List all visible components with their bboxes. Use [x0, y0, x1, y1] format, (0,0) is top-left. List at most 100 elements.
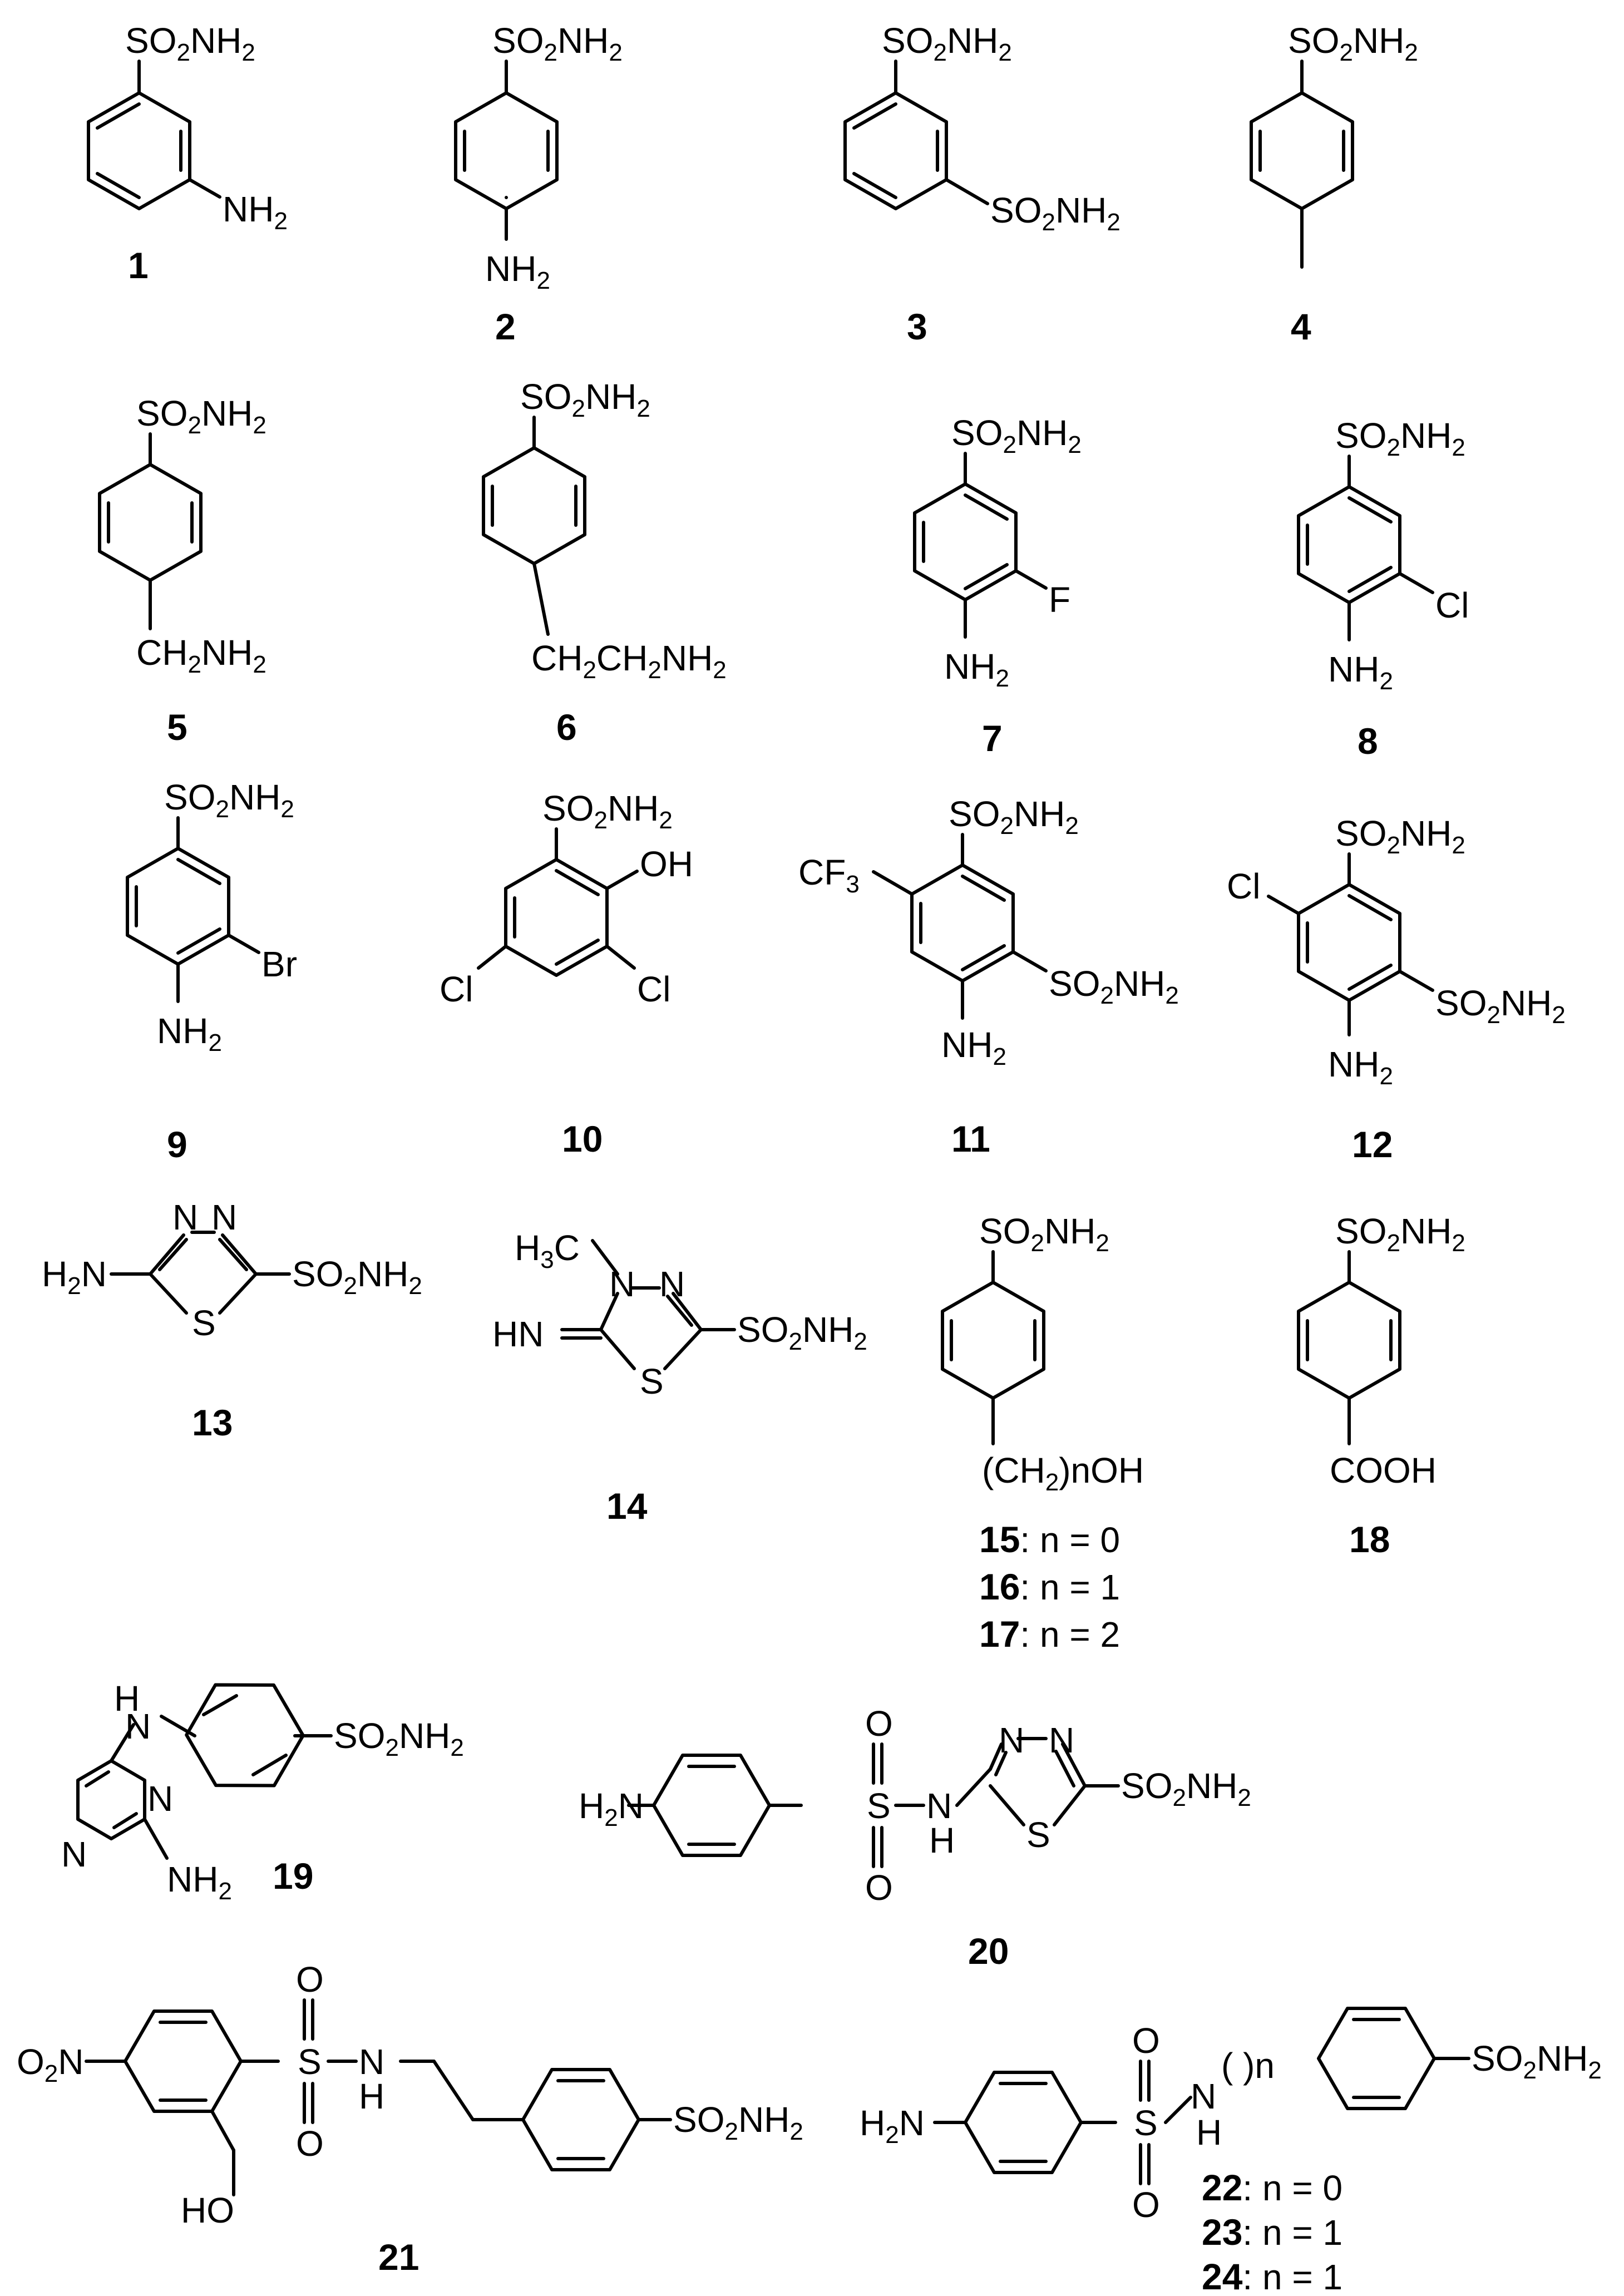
sulfonamide-label: SO2NH2 [1335, 416, 1465, 461]
compound-7: SO2NH2 F NH2 7 [913, 413, 1082, 759]
benzene-ring [843, 91, 948, 210]
compound-20: H2N S O O N H N N S SO2NH2 20 [579, 1704, 1251, 1972]
sulfonamide-label: SO2NH2 [673, 2100, 803, 2145]
sulfonamide-label-2: SO2NH2 [1049, 964, 1179, 1009]
sulfonyl-sulfur: S [867, 1786, 891, 1826]
imino-label: HN [492, 1314, 544, 1354]
compound-8: SO2NH2 Cl NH2 8 [1297, 416, 1469, 762]
condition-15: 15: n = 0 [979, 1519, 1120, 1560]
sulfonamide-label: SO2NH2 [1288, 21, 1418, 66]
ring-nitrogen-right: N [1049, 1720, 1074, 1760]
condition-24: 24: n = 1 [1202, 2256, 1342, 2296]
amino-label: H2N [42, 1254, 107, 1300]
ring-nitrogen-left: N [172, 1197, 198, 1237]
sulfonyl-oxygen-top: O [865, 1704, 893, 1744]
hydroxyalkyl-label: (CH2)nOH [982, 1450, 1144, 1496]
thiadiazole-ring [149, 1231, 258, 1315]
compound-number: 21 [378, 2236, 419, 2278]
condition-23: 23: n = 1 [1202, 2211, 1342, 2253]
sulfonyl-sulfur: S [298, 2042, 322, 2082]
sulfonyl-oxygen-bottom: O [1132, 2185, 1160, 2225]
ring-nitrogen-right: N [659, 1264, 685, 1304]
compound-13: N N H2N S SO2NH2 13 [42, 1197, 422, 1443]
chloro-label: Cl [1227, 866, 1260, 906]
ring-nitrogen-left: N [609, 1264, 635, 1304]
compound-number: 14 [606, 1485, 648, 1527]
chloro-label: Cl [1435, 585, 1469, 625]
condition-16: 16: n = 1 [979, 1566, 1120, 1607]
hydroxy-label: OH [640, 844, 693, 884]
ring-nitrogen-upper: N [147, 1779, 173, 1819]
compound-number: 2 [495, 306, 516, 347]
compound-3: SO2NH2 SO2NH2 3 [843, 21, 1120, 347]
compound-5: SO2NH2 CH2NH2 5 [98, 393, 266, 748]
condition-22: 22: n = 0 [1202, 2167, 1342, 2208]
sulfonamide-label: SO2NH2 [334, 1716, 464, 1761]
amino-label: H2N [579, 1786, 644, 1831]
sulfonyl-oxygen-bottom: O [296, 2124, 324, 2164]
ring-nitrogen-left: N [999, 1720, 1024, 1760]
sulfonyl-sulfur: S [1134, 2103, 1158, 2143]
sulfonamide-nitrogen: N [1191, 2076, 1216, 2116]
sulfonyl-oxygen-bottom: O [865, 1868, 893, 1908]
compound-number: 10 [562, 1118, 603, 1159]
sulfonamide-label: SO2NH2 [979, 1211, 1109, 1257]
sulfonamide-label: SO2NH2 [1335, 813, 1465, 859]
sulfonamide-label: SO2NH2 [292, 1254, 422, 1300]
sulfonamide-label-2: SO2NH2 [1435, 983, 1566, 1029]
amino-label: NH2 [941, 1025, 1006, 1070]
amine-hydrogen: H [114, 1678, 140, 1719]
sulfonyl-oxygen-top: O [296, 1959, 324, 1999]
compound-number: 20 [968, 1930, 1009, 1972]
sulfonamide-label-2: SO2NH2 [990, 190, 1120, 236]
bromo-label: Br [261, 944, 297, 984]
methyl-label: H3C [515, 1228, 580, 1273]
compound-number: 7 [982, 718, 1003, 759]
condition-list: 15: n = 0 16: n = 1 17: n = 2 [979, 1519, 1120, 1655]
compound-12: SO2NH2 Cl SO2NH2 NH2 12 [1227, 813, 1566, 1165]
ring-nitrogen-lower: N [61, 1834, 87, 1874]
compound-10: SO2NH2 OH Cl Cl 10 [440, 788, 693, 1159]
fluoro-label: F [1049, 580, 1070, 620]
compound-6: SO2NH2 CH2CH2NH2 6 [482, 377, 727, 748]
sulfonamide-hydrogen: H [929, 1820, 955, 1860]
sulfonamide-nitrogen: N [926, 1786, 952, 1826]
amine-nitrogen: N [125, 1706, 151, 1746]
condition-list: 22: n = 0 23: n = 1 24: n = 1 [1202, 2167, 1342, 2296]
compound-15-17: SO2NH2 (CH2)nOH 15: n = 0 16: n = 1 17: … [941, 1211, 1144, 1655]
compound-number: 19 [273, 1855, 313, 1897]
sulfonamide-nitrogen: N [359, 2042, 384, 2082]
sulfonamide-label: SO2NH2 [1121, 1766, 1251, 1811]
compound-number: 8 [1358, 720, 1378, 762]
sulfonamide-label: SO2NH2 [882, 21, 1012, 66]
compound-number: 11 [951, 1118, 990, 1159]
ring-sulfur: S [192, 1303, 216, 1343]
sulfonamide-label: SO2NH2 [949, 794, 1079, 840]
chloro-label-left: Cl [440, 969, 473, 1009]
aminoethyl-label: CH2CH2NH2 [531, 638, 727, 684]
compound-11: SO2NH2 CF3 SO2NH2 NH2 11 [798, 794, 1179, 1159]
chloro-label-right: Cl [637, 969, 670, 1009]
sulfonamide-label: SO2NH2 [951, 413, 1082, 458]
hydroxymethyl-label: HO [181, 2190, 234, 2230]
thiadiazoline-ring [599, 1286, 703, 1370]
sulfonamide-label: SO2NH2 [542, 788, 673, 834]
compound-number: 5 [167, 707, 187, 748]
compound-number: 9 [167, 1124, 187, 1165]
sulfonamide-label: SO2NH2 [492, 21, 623, 66]
compound-number: 6 [556, 707, 577, 748]
benzene-ring [87, 91, 191, 210]
compound-4: SO2NH2 4 [1250, 21, 1418, 347]
compound-number: 13 [192, 1402, 233, 1443]
compound-number: 18 [1349, 1519, 1390, 1560]
compound-14: H3C N N HN S SO2NH2 14 [492, 1228, 867, 1527]
sulfonamide-label: SO2NH2 [164, 777, 294, 823]
sulfonamide-label: SO2NH2 [136, 393, 266, 439]
sulfonamide-label: SO2NH2 [1472, 2038, 1602, 2084]
compound-number: 12 [1352, 1124, 1393, 1165]
sulfonamide-hydrogen: H [1196, 2112, 1222, 2152]
compound-18: SO2NH2 COOH 18 [1297, 1211, 1465, 1560]
compound-9: SO2NH2 Br NH2 9 [126, 777, 297, 1165]
